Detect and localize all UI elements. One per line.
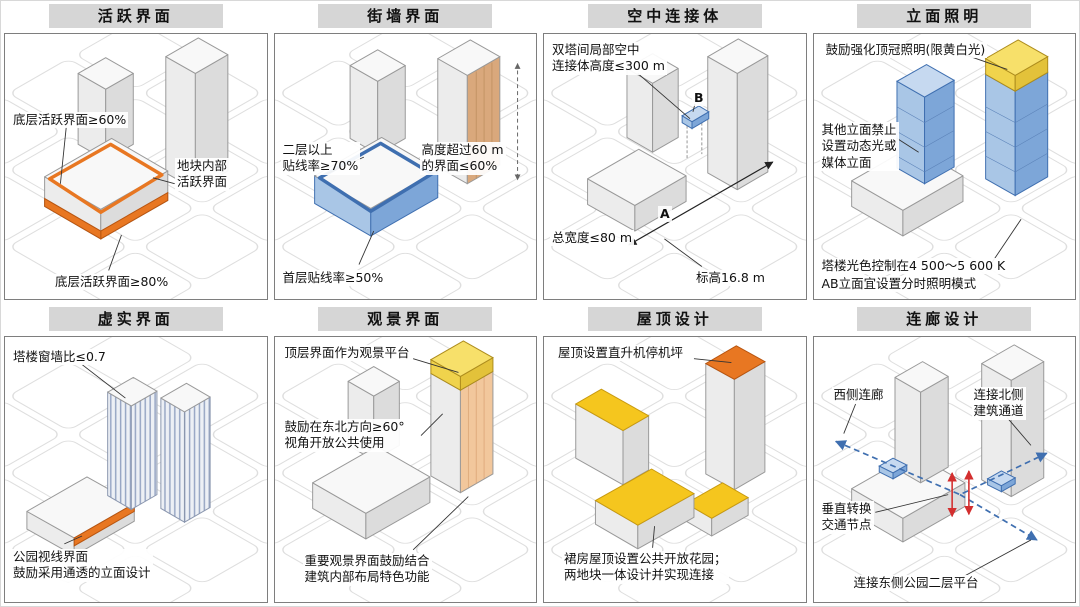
- diagram-canvas: 二层以上 贴线率≥70% 高度超过60 m 的界面≤60% 首层贴线率≥50%: [273, 33, 537, 300]
- annotation-northeast-60deg: 鼓励在东北方向≥60° 视角开放公共使用: [282, 419, 407, 452]
- corridor-connector-east: [986, 470, 1016, 493]
- transfer-node-arrows: [946, 470, 974, 518]
- tower-right: [980, 344, 1044, 498]
- diagram-canvas: 塔楼窗墙比≤0.7 公园视线界面 鼓励采用通透的立面设计: [4, 336, 268, 603]
- annotation-connector-height: 双塔间局部空中 连接体高度≤300 m: [550, 42, 667, 75]
- panel-title: 屋顶设计: [587, 307, 762, 331]
- panel-title: 空中连接体: [587, 4, 762, 28]
- panel-title: 观景界面: [318, 307, 493, 331]
- annotation-helipad: 屋顶设置直升机停机坪: [556, 345, 686, 362]
- annotation-no-dynamic-light: 其他立面禁止 设置动态光或 媒体立面: [819, 122, 899, 171]
- diagram-canvas: 屋顶设置直升机停机坪 裙房屋顶设置公共开放花园； 两地块一体设计并实现连接: [543, 336, 807, 603]
- window-pattern-tower-right: [160, 382, 211, 524]
- annotation-active-60: 底层活跃界面≥60%: [11, 112, 129, 129]
- panel-title: 街墙界面: [318, 4, 493, 28]
- mid-block-roof-garden: [574, 388, 650, 486]
- panel-street-wall: 街墙界面: [273, 4, 537, 300]
- panel-facade-lighting: 立面照明: [812, 4, 1076, 300]
- annotation-west-corridor: 西侧连廊: [831, 387, 886, 404]
- panel-active-interface: 活跃界面: [4, 4, 268, 300]
- tall-tower: [707, 38, 769, 191]
- diagram-canvas: 底层活跃界面≥60% 地块内部 活跃界面 底层活跃界面≥80%: [4, 33, 268, 300]
- panel-solid-void-interface: 虚实界面 塔楼窗墙比≤0.7 公园视线界面: [4, 307, 268, 603]
- annotation-width-80m: 总宽度≤80 m: [550, 230, 635, 247]
- annotation-east-park-platform: 连接东侧公园二层平台: [851, 575, 981, 592]
- annotation-active-80: 底层活跃界面≥80%: [53, 274, 171, 291]
- panel-title: 虚实界面: [48, 307, 223, 331]
- view-tower-with-deck: [429, 340, 494, 494]
- podium: [311, 445, 430, 540]
- low-block-roof-garden-right: [685, 482, 750, 537]
- iso-diagram: [813, 34, 1075, 299]
- window-pattern-tower-left: [107, 376, 158, 511]
- panel-sky-connector: 空中连接体: [543, 4, 807, 300]
- letter-a: A: [658, 206, 672, 223]
- annotation-ground-setline-50: 首层贴线率≥50%: [280, 270, 386, 287]
- diagram-canvas: 西侧连廊 连接北侧 建筑通道 垂直转换 交通节点 连接东侧公园二层平台: [812, 336, 1076, 603]
- leader-lines: [412, 358, 469, 551]
- iso-diagram: [544, 34, 806, 299]
- annotation-inner-active: 地块内部 活跃界面: [175, 158, 230, 191]
- annotation-feature-layout: 重要观景界面鼓励结合 建筑内部布局特色功能: [302, 553, 432, 586]
- leader-lines: [59, 126, 175, 271]
- annotation-ab-timed-lighting: AB立面宜设置分时照明模式: [819, 276, 979, 293]
- iso-diagram: [813, 337, 1075, 602]
- annotation-elevation-16-8: 标高16.8 m: [694, 270, 767, 287]
- letter-b: B: [692, 90, 706, 107]
- helipad-roof: [704, 345, 766, 380]
- blue-podium: [313, 136, 438, 237]
- blue-glass-tower-right-with-crown: [984, 39, 1049, 197]
- annotation-window-wall-ratio: 塔楼窗墙比≤0.7: [11, 349, 108, 366]
- low-block-roof-garden-front: [594, 468, 695, 550]
- annotation-height-60m: 高度超过60 m 的界面≤60%: [419, 142, 506, 175]
- diagram-canvas: 双塔间局部空中 连接体高度≤300 m 总宽度≤80 m 标高16.8 m A …: [543, 33, 807, 300]
- annotation-north-passage: 连接北侧 建筑通道: [971, 387, 1026, 420]
- annotation-color-temp: 塔楼光色控制在4 500～5 600 K: [819, 258, 1008, 275]
- annotation-park-sightline: 公园视线界面 鼓励采用通透的立面设计: [11, 549, 153, 582]
- panel-title: 立面照明: [857, 4, 1032, 28]
- guideline-grid: 活跃界面: [4, 4, 1076, 603]
- leader-lines: [64, 364, 126, 545]
- iso-diagram: [544, 337, 806, 602]
- diagram-canvas: 顶层界面作为观景平台 鼓励在东北方向≥60° 视角开放公共使用 重要观景界面鼓励…: [273, 336, 537, 603]
- tall-tower: [165, 37, 229, 191]
- mid-tower: [349, 49, 406, 155]
- blue-glass-tower-left: [895, 63, 955, 185]
- panel-roof-design: 屋顶设计: [543, 307, 807, 603]
- panel-viewing-interface: 观景界面: [273, 307, 537, 603]
- width-dimension-arrow: [628, 161, 774, 246]
- annotation-crown-lighting: 鼓励强化顶冠照明(限黄白光): [823, 42, 988, 59]
- iso-diagram: [5, 337, 267, 602]
- panel-corridor-design: 连廊设计: [812, 307, 1076, 603]
- leader-lines: [652, 358, 732, 548]
- diagram-canvas: 鼓励强化顶冠照明(限黄白光) 其他立面禁止 设置动态光或 媒体立面 塔楼光色控制…: [812, 33, 1076, 300]
- helipad-tower: [704, 345, 766, 491]
- annotation-podium-garden: 裙房屋顶设置公共开放花园； 两地块一体设计并实现连接: [562, 551, 729, 584]
- active-edge-highlight: [44, 142, 169, 240]
- iso-diagram: [274, 337, 536, 602]
- annotation-observation-deck: 顶层界面作为观景平台: [282, 345, 412, 362]
- annotation-upper-setline-70: 二层以上 贴线率≥70%: [280, 142, 361, 175]
- panel-title: 活跃界面: [48, 4, 223, 28]
- annotation-transfer-node: 垂直转换 交通节点: [819, 501, 874, 534]
- leader-lines: [842, 403, 1031, 578]
- panel-title: 连廊设计: [857, 307, 1032, 331]
